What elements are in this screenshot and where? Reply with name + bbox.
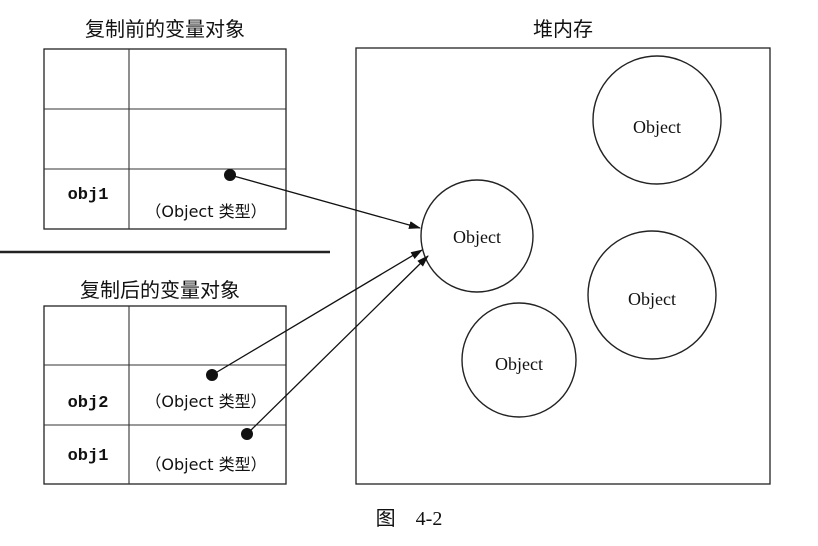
heap-object-label: Object bbox=[628, 289, 676, 309]
figure-caption: 图 4-2 bbox=[376, 508, 443, 530]
after-table-title: 复制后的变量对象 bbox=[80, 278, 240, 302]
before-row-value-obj1: （Object 类型） bbox=[145, 202, 266, 221]
after-row-value-obj1: （Object 类型） bbox=[145, 455, 266, 474]
heap-object-label: Object bbox=[453, 227, 501, 247]
after-row-key-obj2: obj2 bbox=[68, 394, 109, 413]
heap-box bbox=[355, 47, 771, 485]
after-obj1-reference-arrow bbox=[246, 255, 429, 435]
after-row-key-obj1: obj1 bbox=[68, 447, 109, 466]
before-table-title: 复制前的变量对象 bbox=[85, 17, 245, 41]
heap-object-right: Object bbox=[587, 230, 717, 360]
heap-object-center: Object bbox=[420, 179, 534, 293]
heap-object-top-right: Object bbox=[592, 55, 722, 185]
before-obj1-reference-arrow bbox=[229, 174, 421, 229]
after-obj2-reference-arrow bbox=[211, 249, 423, 376]
before-row-key-obj1: obj1 bbox=[68, 186, 109, 205]
heap-object-label: Object bbox=[495, 354, 543, 374]
after-variable-table: obj2 （Object 类型） obj1 （Object 类型） bbox=[43, 305, 287, 485]
after-row-value-obj2: （Object 类型） bbox=[145, 392, 266, 411]
heap-title: 堆内存 bbox=[533, 17, 593, 41]
heap-object-bottom: Object bbox=[461, 302, 577, 418]
before-variable-table: obj1 （Object 类型） bbox=[43, 48, 287, 230]
heap-object-label: Object bbox=[633, 117, 681, 137]
